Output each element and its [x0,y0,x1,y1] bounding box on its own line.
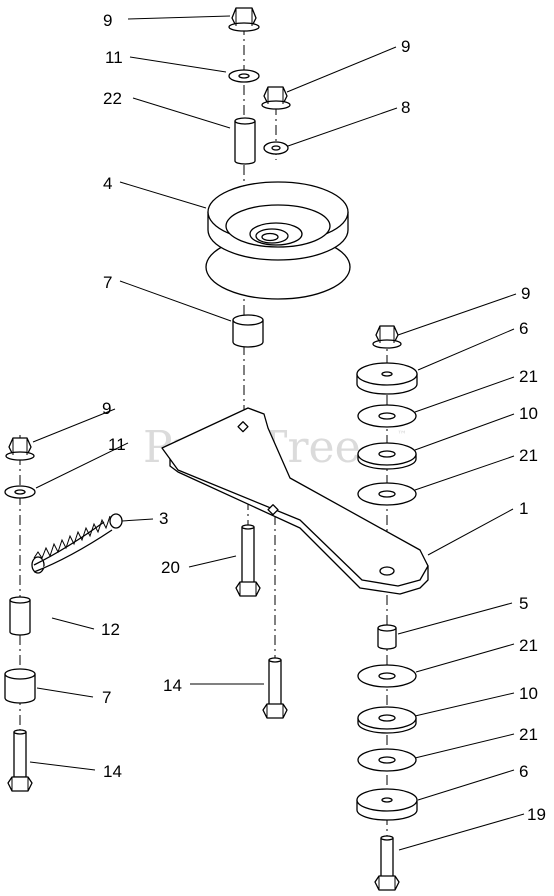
callout-10-lower: 10 [519,684,538,703]
callout-11-left: 11 [108,435,126,454]
washer-21-b [357,482,417,506]
callout-21-a: 21 [519,367,538,386]
callout-21-d: 21 [519,725,538,744]
callout-9-right: 9 [521,284,530,303]
washer-11-left [4,485,36,499]
washer-8 [263,141,289,155]
idler-pulley [205,181,351,300]
callouts: 9 11 22 9 8 4 7 9 6 21 10 21 1 9 11 3 20… [101,11,546,824]
bushing-5 [377,624,397,650]
callout-1: 1 [519,499,528,518]
callout-6-lower: 6 [519,762,528,781]
flange-nut-right-stack [372,325,402,349]
callout-21-c: 21 [519,636,538,655]
leader-lines [29,15,525,851]
callout-22: 22 [103,89,122,108]
bushing-7-left [4,668,36,704]
callout-5: 5 [519,594,528,613]
callout-21-b: 21 [519,446,538,465]
washer-21-d [357,748,417,772]
flange-nut-right-top [261,86,291,110]
callout-9-top: 9 [103,11,112,30]
callout-10-upper: 10 [519,404,538,423]
callout-7-left: 7 [102,688,111,707]
spacer-22 [234,117,256,165]
callout-8: 8 [401,98,410,117]
bolt-14-left [7,729,33,792]
spacer-12 [9,596,31,636]
washer-10-lower [357,706,417,734]
callout-3: 3 [159,509,168,528]
thick-washer-6-lower [356,788,418,821]
watermark-trademark: ™ [397,430,407,441]
callout-7-center: 7 [103,273,112,292]
washer-21-c [357,664,417,688]
bolt-19 [374,835,400,891]
callout-9-left: 9 [102,399,111,418]
flange-nut-top [228,7,260,32]
callout-20: 20 [161,558,180,577]
idler-arm [161,407,429,595]
bolt-14-center [262,657,288,719]
callout-4: 4 [103,174,112,193]
callout-19: 19 [527,805,546,824]
callout-6-upper: 6 [519,319,528,338]
washer-top [228,69,260,83]
bushing-7-center [232,314,264,348]
bolt-20 [235,524,261,597]
washer-21-a [357,404,417,428]
callout-12: 12 [101,620,120,639]
washer-10-upper [357,442,417,470]
callout-11-top: 11 [105,48,123,67]
callout-9-right-top: 9 [401,37,410,56]
callout-14-center: 14 [163,676,182,695]
callout-14-left: 14 [103,762,122,781]
flange-nut-left [5,437,35,461]
extension-spring [31,513,123,574]
thick-washer-6-upper [356,362,418,395]
